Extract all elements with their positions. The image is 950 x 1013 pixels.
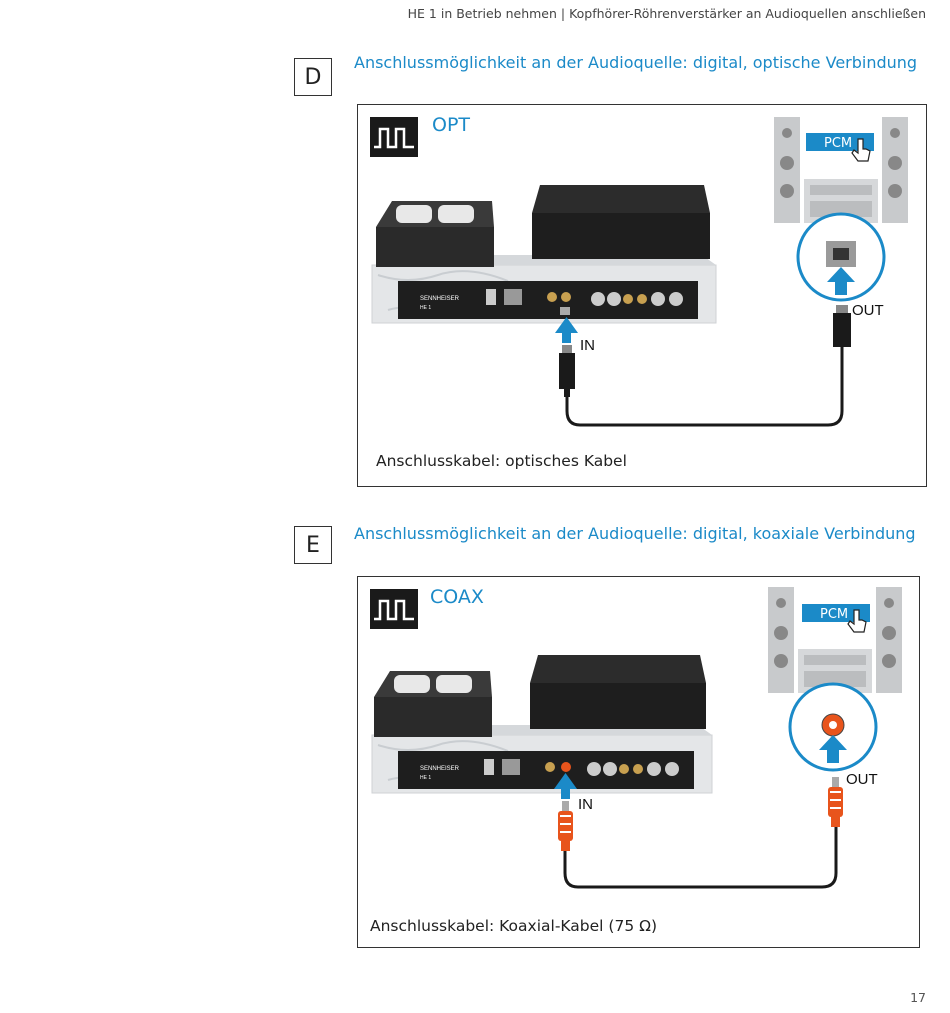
model-label-d: HE 1 [420,305,431,311]
optical-plug-out [833,305,851,347]
caption-e: Anschlusskabel: Koaxial-Kabel (75 Ω) [370,917,657,935]
out-label-e: OUT [846,771,878,788]
pcm-label-e: PCM [820,607,848,622]
figure-coaxial: COAX SENNHEISER HE 1 [357,576,920,948]
coaxial-connection-illustration: COAX SENNHEISER HE 1 [370,586,902,889]
pcm-label-d: PCM [824,136,852,151]
digital-signal-icon [370,117,418,157]
input-arrow-icon [554,773,577,799]
coax-plug-out [828,777,843,827]
page-header: HE 1 in Betrieb nehmen | Kopfhörer-Röhre… [407,6,926,21]
out-label-d: OUT [852,302,884,319]
digital-signal-icon [370,589,418,629]
caption-d: Anschlusskabel: optisches Kabel [376,452,627,470]
mode-label-opt: OPT [432,114,470,136]
coax-input-port [561,762,571,772]
coax-cable [563,827,838,889]
section-letter-d: D [294,58,332,96]
rear-panel: SENNHEISER HE 1 [398,751,694,789]
brand-label-d: SENNHEISER [420,296,460,302]
mode-label-coax: COAX [430,586,484,608]
pcm-button [802,604,870,622]
optical-connection-illustration: OPT SENNHEISER HE 1 [370,114,908,427]
headphone-pads [374,671,492,737]
amplifier-unit [530,655,706,729]
hand-pointer-icon [847,609,867,633]
in-label-d: IN [580,337,595,354]
hifi-system-icon [768,587,902,693]
section-title-d: Anschlussmöglichkeit an der Audioquelle:… [354,53,918,72]
page-number: 17 [910,990,926,1005]
model-label-e: HE 1 [420,775,431,781]
hifi-system-icon [774,117,908,223]
headphone-pads [376,201,494,267]
section-letter-e: E [294,526,332,564]
coax-plug-in [558,801,573,851]
zoom-circle-coax-port [788,682,878,772]
zoom-circle-optical-port [796,212,886,302]
brand-label-e: SENNHEISER [420,766,460,772]
optical-plug-in [559,345,575,397]
optical-cable [565,345,844,427]
figure-optical: OPT SENNHEISER HE 1 [357,104,927,487]
section-title-e: Anschlussmöglichkeit an der Audioquelle:… [354,524,916,543]
rear-panel: SENNHEISER HE 1 [398,281,698,319]
hand-pointer-icon [851,138,871,162]
amplifier-unit [532,185,710,259]
optical-input-port [560,307,570,315]
pcm-button [806,133,874,151]
in-label-e: IN [578,796,593,813]
input-arrow-icon [555,317,578,343]
